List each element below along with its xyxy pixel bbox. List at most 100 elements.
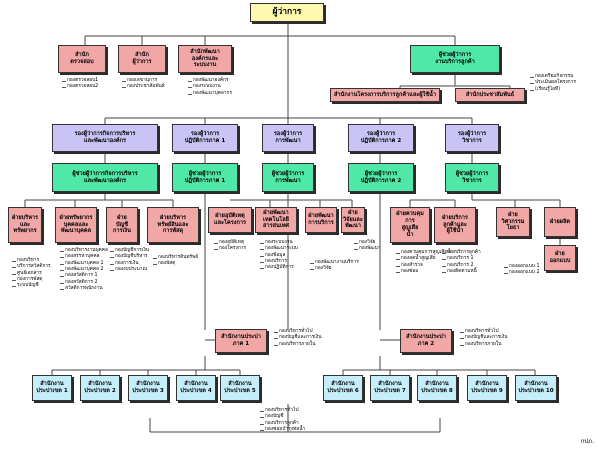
- vp-development-box: รองผู้ว่าการ การพัฒนา: [262, 124, 314, 152]
- office-region-3-box: สำนักงาน ประปาเขต 3: [128, 375, 168, 401]
- unit-production-label: ฝ่ายผลิต: [549, 218, 571, 225]
- note-item: กองข้อมูล: [260, 253, 298, 259]
- office-region-6-label: สำนักงาน ประปาเขต 6: [327, 381, 359, 394]
- deputy-sub-2-box: สำนักประชาสัมพันธ์: [455, 88, 525, 102]
- vp-technical-box: รองผู้ว่าการ วิชาการ: [445, 124, 499, 152]
- vp-region2-box: รองผู้ว่าการ ปฏิบัติการภาค 2: [348, 124, 414, 152]
- hr-notes: กองบริหารงานบุคคล กองสรรหาบุคคล กองพัฒนา…: [60, 248, 108, 292]
- assets-notes: กองบริหารสินทรัพย์ กองพัสดุ: [152, 255, 198, 268]
- asst-admin-label: ผู้ช่วยผู้ว่าการกิจการบริหาร และพัฒนาองค…: [72, 170, 138, 184]
- office-region-9-label: สำนักงาน ประปาเขต 9: [471, 381, 503, 394]
- region2-box: สำนักงานประปา ภาค 2: [400, 329, 452, 353]
- note-item: กองระบบงาน: [188, 84, 232, 90]
- office-region-4-label: สำนักงาน ประปาเขต 4: [180, 381, 212, 394]
- office-region-2-label: สำนักงาน ประปาเขต 2: [84, 381, 116, 394]
- unit-hr-label: ฝ่ายทรัพยากร บุคคลและ พัฒนาบุคคล: [59, 214, 93, 235]
- deputy-sub-1-box: สำนักงานโครงการบริการลูกค้าและผู้ใช้น้ำ: [330, 88, 440, 102]
- office-region-10-label: สำนักงาน ประปาเขต 10: [518, 381, 554, 394]
- deputy-sub-2-label: สำนักประชาสัมพันธ์: [465, 91, 515, 98]
- unit-water-loss-label: ฝ่ายควบคุมการ สูญเสีย น้ำ: [396, 211, 424, 238]
- service-dev-notes: กองพัฒนางานบริการ กองวิจัย: [310, 260, 359, 273]
- region2-notes: กองบริหารทั่วไป กองบัญชีและการเงิน กองบร…: [460, 329, 508, 348]
- note-item: กองสำรวจ: [396, 263, 453, 269]
- region1-label: สำนักงานประปา ภาค 1: [221, 334, 261, 347]
- note-item: กองพัฒนาองค์กร: [188, 78, 232, 84]
- note-item: กองบริหาร: [12, 258, 51, 264]
- note-item: กองอุบัติเหตุ: [213, 240, 246, 246]
- unit-assets-box: ฝ่ายบริหาร ทรัพย์สินและ การพัสดุ: [147, 207, 199, 243]
- note-item: กองบริหารทั่วไป: [259, 408, 305, 414]
- unit-civil-label: ฝ่ายวิศวกรรม โยธา: [501, 211, 525, 232]
- note-item: กองการเงิน: [110, 261, 149, 267]
- asst-region2-label: ผู้ช่วยผู้ว่าการ ปฏิบัติการภาค 2: [360, 170, 402, 184]
- note-item: กองบัญชีบริหาร: [110, 254, 149, 260]
- unit-accident-label: ฝ่ายอุบัติเหตุ และโครงการ: [213, 213, 247, 226]
- note-item: กองบริหารภายใน: [274, 342, 322, 348]
- office-region-1-label: สำนักงาน ประปาเขต 1: [36, 381, 68, 394]
- unit-service-dev-box: ฝ่ายพัฒนา การบริการ: [305, 207, 337, 233]
- note-item: กองระบบงาน: [260, 240, 298, 246]
- office-audit-box: สำนัก ตรวจสอบ: [58, 45, 106, 73]
- asst-development-box: ผู้ช่วยผู้ว่าการ การพัฒนา: [262, 163, 314, 192]
- asst-development-label: ผู้ช่วยผู้ว่าการ การพัฒนา: [271, 170, 305, 184]
- office-region-3-label: สำนักงาน ประปาเขต 3: [132, 381, 164, 394]
- vp-region1-box: รองผู้ว่าการ ปฏิบัติการภาค 1: [172, 124, 238, 152]
- asst-admin-box: ผู้ช่วยผู้ว่าการกิจการบริหาร และพัฒนาองค…: [52, 163, 158, 192]
- unit-design-box: ฝ่าย ออกแบบ: [544, 245, 576, 271]
- unit-service-dev-label: ฝ่ายพัฒนา การบริการ: [308, 213, 334, 226]
- office-region-6-box: สำนักงาน ประปาเขต 6: [323, 375, 363, 401]
- water-loss-notes: กองควบคุมการสูญเสียน้ำ กองลดน้ำสูญเสีย ก…: [396, 250, 453, 275]
- note-item: กองบริการ 2: [442, 263, 481, 269]
- asst-technical-box: ผู้ช่วยผู้ว่าการ วิชาการ: [445, 163, 499, 192]
- deputy-customer-box: ผู้ช่วยผู้ว่าการ งานบริการลูกค้า: [410, 45, 500, 73]
- research-notes: กองวิจัย กองพัฒนา: [354, 240, 381, 253]
- note-item: กองพัฒนาบุคคล 1: [60, 261, 108, 267]
- office-region-1-box: สำนักงาน ประปาเขต 1: [32, 375, 72, 401]
- vp-admin-box: รองผู้ว่าการกิจการบริหาร และพัฒนาองค์กร: [52, 124, 158, 152]
- note-item: กองตรวจสอบ2: [61, 84, 98, 90]
- vp-admin-label: รองผู้ว่าการกิจการบริหาร และพัฒนาองค์กร: [74, 131, 136, 144]
- note-item: กองพัฒนางานบริการ: [310, 260, 359, 266]
- deputy-notes: กองเตรียมกิจกรรม ประเมินผลโครงการ (เรียน…: [530, 74, 576, 93]
- it-notes: กองระบบงาน กองพัฒนาระบบ กองข้อมูล กองบริ…: [260, 240, 298, 272]
- office-region-7-box: สำนักงาน ประปาเขต 7: [370, 375, 410, 401]
- note-item: กองพัฒนาบุคลากร: [188, 91, 232, 97]
- office-region-8-label: สำนักงาน ประปาเขต 8: [421, 381, 453, 394]
- note-item: กองบัญชีและการเงิน: [460, 335, 508, 341]
- note-item: กองวิจัย: [354, 240, 381, 246]
- deputy-customer-label: ผู้ช่วยผู้ว่าการ งานบริการลูกค้า: [435, 52, 475, 65]
- note-item: กองพัฒนาระบบ: [260, 246, 298, 252]
- note-item: กองบริหารงานบุคคล: [60, 248, 108, 254]
- note-item: กองบริหารภายใน: [460, 342, 508, 348]
- note-item: กองพัฒนา: [354, 246, 381, 252]
- unit-admin-box: ฝ่ายบริหาร และ ทรัพยากร: [8, 207, 42, 243]
- note-item: ประเมินผลโครงการ: [530, 80, 576, 86]
- finance-notes: กองบัญชีการเงิน กองบัญชีบริหาร กองการเงิ…: [110, 248, 149, 273]
- deputy-sub-1-label: สำนักงานโครงการบริการลูกค้าและผู้ใช้น้ำ: [333, 91, 437, 98]
- note-item: สวัสดิการพนักงาน: [60, 286, 108, 292]
- admin-notes: กองบริหาร บริการสวัสดิการ ศูนย์เอกสาร กอ…: [12, 258, 51, 290]
- vp-region1-label: รองผู้ว่าการ ปฏิบัติการภาค 1: [184, 131, 226, 144]
- note-item: กองบริหารทั่วไป: [460, 329, 508, 335]
- unit-customer-label: ฝ่ายบริการ ลูกค้าและ ผู้ใช้น้ำ: [442, 214, 468, 235]
- note-item: กองโครงการ: [213, 246, 246, 252]
- vp-development-label: รองผู้ว่าการ การพัฒนา: [273, 131, 303, 144]
- note-item: กองประชาสัมพันธ์: [122, 84, 165, 90]
- page-label: กปภ.: [580, 438, 594, 445]
- note-item: กองสวัสดิการ 2: [60, 280, 108, 286]
- note-item: กองติดตามหนี้: [442, 269, 481, 275]
- region1-box: สำนักงานประปา ภาค 1: [215, 329, 267, 353]
- note-item: กองปฏิบัติการ: [260, 265, 298, 271]
- office-governor-label: สำนัก ผู้ว่าการ: [132, 52, 152, 65]
- unit-hr-box: ฝ่ายทรัพยากร บุคคลและ พัฒนาบุคคล: [55, 207, 97, 243]
- note-item: กองการพัสดุ: [12, 277, 51, 283]
- office-governor-box: สำนัก ผู้ว่าการ: [118, 45, 166, 73]
- note-item: กองเลขานุการ: [122, 78, 165, 84]
- office-audit-label: สำนัก ตรวจสอบ: [70, 52, 94, 65]
- note-item: กองบริหารสินทรัพย์: [152, 255, 198, 261]
- governor-box: ผู้ว่าการ: [250, 3, 324, 22]
- note-item: กองพัสดุ: [152, 261, 198, 267]
- region1-notes: กองบริหารทั่วไป กองบัญชีและการเงิน กองบร…: [274, 329, 322, 348]
- unit-it-box: ฝ่ายพัฒนาเทคโนโลยี สารสนเทศ: [255, 207, 297, 233]
